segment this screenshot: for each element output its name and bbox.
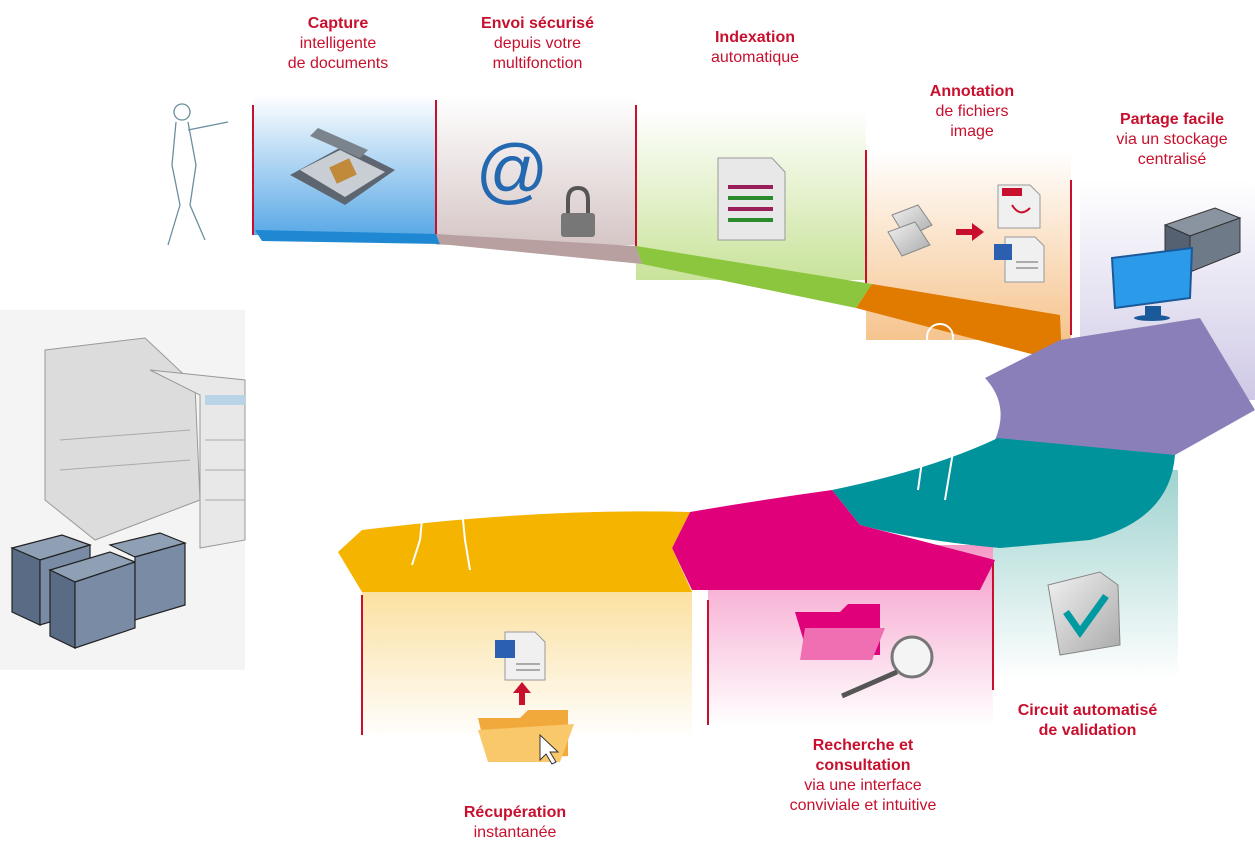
image-files-icon <box>887 204 933 257</box>
annotation-band <box>856 284 1062 362</box>
word-file-icon <box>994 236 1045 283</box>
panel-separators <box>252 100 1072 735</box>
capture-band <box>255 230 440 244</box>
indexed-document-icon <box>717 157 786 241</box>
padlock-icon <box>561 185 595 237</box>
man-with-books-figure <box>913 323 967 501</box>
magnifier-icon <box>841 635 934 699</box>
validation-band <box>832 438 1175 548</box>
partage-band <box>985 318 1255 455</box>
server-stacks-icon <box>10 532 187 649</box>
pink-folder-icon <box>795 604 885 660</box>
orange-folder-icon <box>478 710 574 765</box>
pdf-file-icon <box>997 184 1041 229</box>
word-document-icon <box>495 631 546 681</box>
woman-with-tablet-figure <box>167 103 229 246</box>
indexation-band <box>636 246 872 308</box>
validated-document-icon <box>1047 571 1121 656</box>
at-sign-icon: @ <box>475 131 548 211</box>
arrow-up-icon <box>513 682 531 705</box>
scanner-icon <box>290 128 395 205</box>
recuperation-band <box>338 511 692 592</box>
recherche-band <box>672 490 995 590</box>
woman-with-papers-figure <box>394 399 471 571</box>
arrow-right-icon <box>956 223 984 241</box>
envoi-panel <box>436 95 636 245</box>
envoi-band <box>436 234 642 264</box>
monitor-icon <box>1110 246 1194 321</box>
